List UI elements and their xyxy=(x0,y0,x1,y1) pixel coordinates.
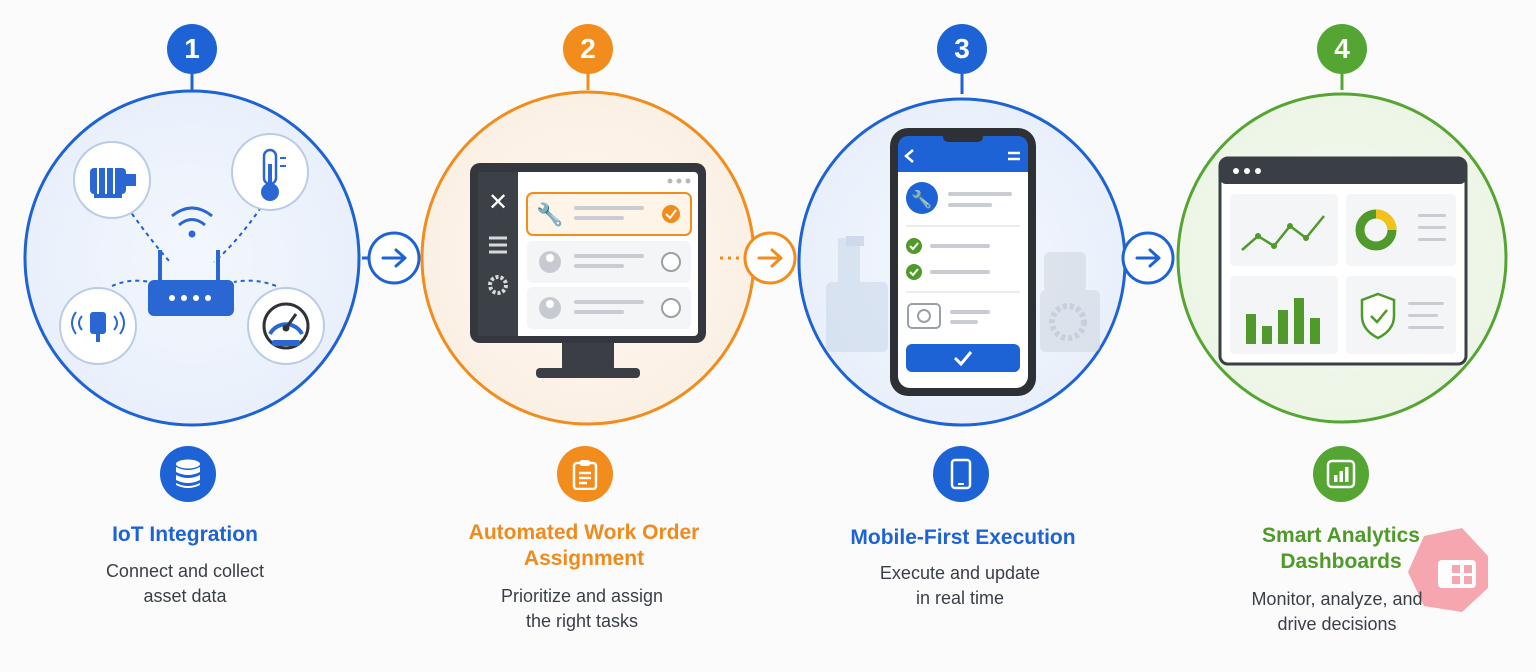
step-2-description: Prioritize and assign the right tasks xyxy=(452,584,712,634)
thermometer-icon xyxy=(231,133,309,211)
wireless-sensor-icon xyxy=(59,287,137,365)
step-4-title-line2: Dashboards xyxy=(1280,550,1402,573)
motor-icon xyxy=(73,141,151,219)
step-4-description: Monitor, analyze, and drive decisions xyxy=(1207,587,1467,637)
svg-text:🔧: 🔧 xyxy=(911,189,932,210)
step-2-desc-line2: the right tasks xyxy=(525,611,639,631)
step-4-desc-line1: Monitor, analyze, and xyxy=(1251,589,1423,609)
step-1-desc-line1: Connect and collect xyxy=(105,561,265,581)
step1-circle xyxy=(23,89,361,427)
step-3-number: 3 xyxy=(937,24,987,74)
bar-chart-icon xyxy=(1313,446,1369,502)
svg-text:✕: ✕ xyxy=(488,188,508,216)
router-icon xyxy=(148,206,234,316)
gauge-icon xyxy=(247,287,325,365)
watermark-logo xyxy=(1408,528,1488,612)
clipboard-icon xyxy=(557,446,613,502)
svg-text:🔧: 🔧 xyxy=(536,201,563,228)
step-4-title: Smart Analytics Dashboards xyxy=(1191,523,1491,575)
step-4-title-line1: Smart Analytics xyxy=(1262,524,1420,547)
step-4-desc-line2: drive decisions xyxy=(1277,614,1397,634)
step-3-desc-line2: in real time xyxy=(915,588,1005,608)
database-icon xyxy=(160,446,216,502)
step-2-title-line1: Automated Work Order xyxy=(468,521,700,544)
step-1-description: Connect and collect asset data xyxy=(55,559,315,609)
step-2-desc-line1: Prioritize and assign xyxy=(500,586,664,606)
step-3-description: Execute and update in real time xyxy=(830,561,1090,611)
step-2-title-line2: Assignment xyxy=(523,547,645,570)
analytics-dashboard-icon xyxy=(1218,156,1468,366)
step-3-title: Mobile-First Execution xyxy=(850,526,1076,549)
smartphone-app-icon: 🔧 xyxy=(890,128,1036,396)
step-2-number: 2 xyxy=(563,24,613,74)
work-order-monitor-icon: ✕ 🔧 xyxy=(470,163,706,378)
smartphone-icon xyxy=(933,446,989,502)
machinery-icon xyxy=(826,236,1100,352)
step-1-title: IoT Integration xyxy=(112,523,258,546)
step-3-desc-line1: Execute and update xyxy=(879,563,1041,583)
step-1-desc-line2: asset data xyxy=(143,586,227,606)
step-4-number: 4 xyxy=(1317,24,1367,74)
step-1-number: 1 xyxy=(167,24,217,74)
step-2-title: Automated Work Order Assignment xyxy=(434,520,734,572)
